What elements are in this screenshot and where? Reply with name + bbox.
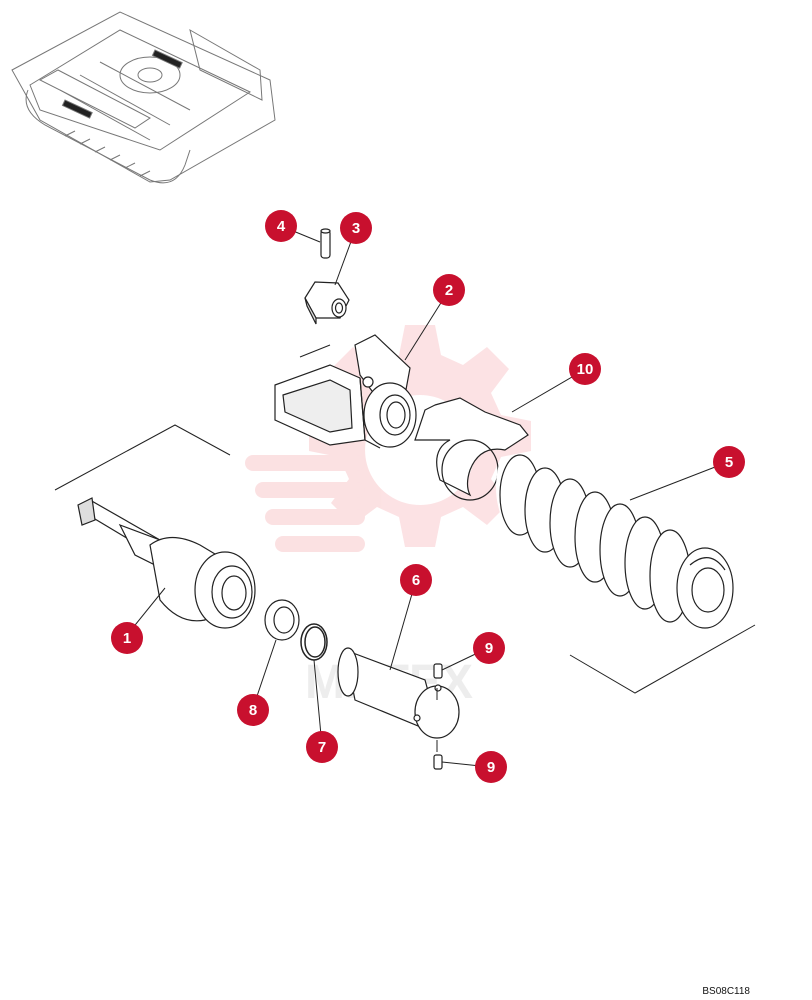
part-5-recoil-spring xyxy=(496,454,734,629)
callout-9-lower: 9 xyxy=(475,751,507,783)
part-4-roll-pin xyxy=(320,228,331,259)
callout-3: 3 xyxy=(340,212,372,244)
overview-thumbnail xyxy=(11,11,276,184)
part-9-pin-lower xyxy=(433,754,443,770)
callout-1: 1 xyxy=(111,622,143,654)
callout-9-upper: 9 xyxy=(473,632,505,664)
svg-text:7: 7 xyxy=(318,739,326,756)
svg-text:4: 4 xyxy=(277,218,286,235)
part-1-adjuster-cylinder xyxy=(77,497,256,629)
svg-text:1: 1 xyxy=(123,630,131,647)
part-3-nut xyxy=(304,281,350,325)
part-2-yoke-bracket xyxy=(274,334,417,449)
callout-10: 10 xyxy=(569,353,601,385)
svg-text:9: 9 xyxy=(485,640,493,657)
assembly-lines xyxy=(54,344,756,752)
svg-text:6: 6 xyxy=(412,572,420,589)
svg-text:5: 5 xyxy=(725,454,733,471)
callout-8: 8 xyxy=(237,694,269,726)
callout-2: 2 xyxy=(433,274,465,306)
svg-text:2: 2 xyxy=(445,282,453,299)
svg-text:3: 3 xyxy=(352,220,360,237)
part-7-o-ring xyxy=(300,623,328,661)
svg-text:8: 8 xyxy=(249,702,257,719)
part-9-pin-upper xyxy=(433,663,443,679)
reference-code: BS08C118 xyxy=(702,986,750,997)
part-6-pin xyxy=(337,647,460,739)
svg-text:9: 9 xyxy=(487,759,495,776)
callout-6: 6 xyxy=(400,564,432,596)
part-8-ring xyxy=(264,599,300,641)
callout-7: 7 xyxy=(306,731,338,763)
callout-4: 4 xyxy=(265,210,297,242)
svg-text:10: 10 xyxy=(577,361,594,378)
callout-5: 5 xyxy=(713,446,745,478)
